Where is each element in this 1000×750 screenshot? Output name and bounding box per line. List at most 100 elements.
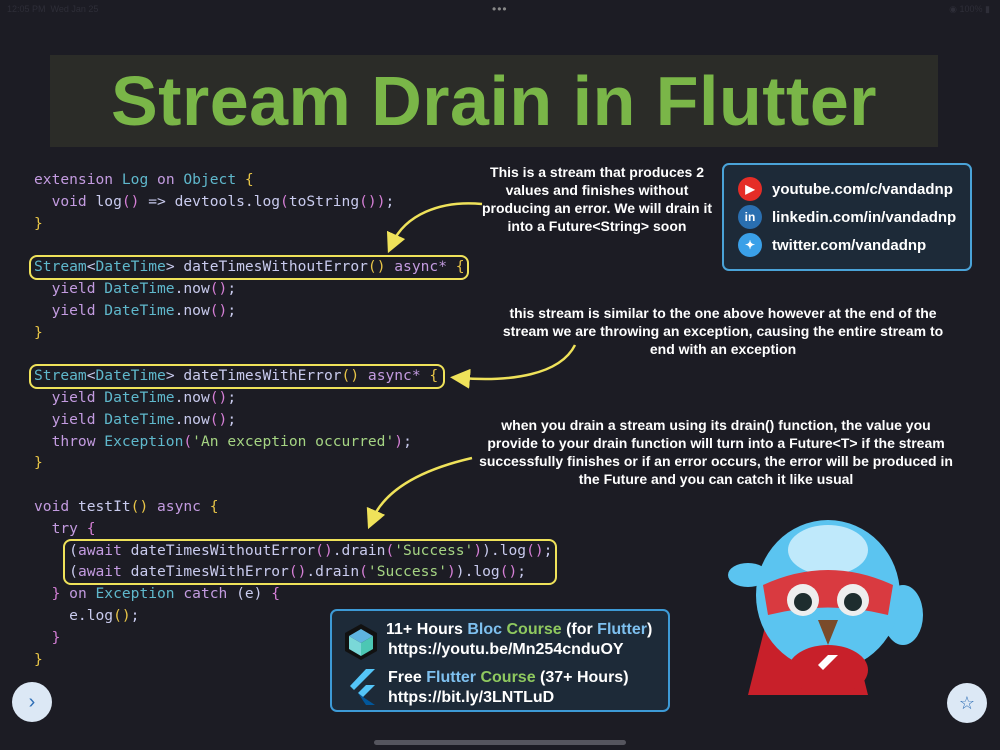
code-token: throw (34, 432, 105, 450)
date: Wed Jan 25 (50, 4, 99, 14)
code-token: Stream (34, 367, 87, 385)
code-token: Exception (95, 585, 184, 603)
code-token: .now (174, 279, 210, 297)
code-token: ) (376, 192, 386, 210)
code-token: () (315, 541, 333, 559)
code-token: ; (517, 563, 527, 581)
code-line: try { (34, 518, 552, 540)
code-token: DateTime (104, 301, 175, 319)
code-line: void testIt() async { (34, 496, 552, 518)
dash-mascot-image (728, 520, 923, 695)
code-token: ). (482, 541, 500, 559)
text: Course (502, 621, 562, 638)
code-line: Stream<DateTime> dateTimesWithError() as… (34, 365, 552, 387)
code-token: ; (403, 432, 412, 450)
code-token: () (209, 301, 228, 319)
code-token: ; (227, 410, 237, 428)
code-line: yield DateTime.now(); (34, 409, 552, 431)
code-token: 'An exception occurred' (192, 432, 395, 450)
code-token: await (77, 563, 131, 581)
code-token: ) (394, 432, 404, 450)
code-line (34, 474, 552, 496)
code-token: DateTime (104, 410, 175, 428)
text: Free (388, 669, 427, 686)
code-token: > dateTimesWithError (165, 367, 342, 385)
code-token: on (157, 171, 184, 188)
code-token: DateTime (95, 258, 166, 276)
code-token: ) (473, 541, 483, 559)
time: 12:05 PM (7, 4, 46, 14)
courses-box: 11+ Hours Bloc Course (for Flutter) http… (330, 609, 670, 712)
code-token: ( (280, 192, 289, 210)
code-line: e.log(); (34, 605, 552, 627)
code-line: } (34, 649, 552, 671)
code-token: ; (227, 279, 237, 297)
next-button[interactable]: › (12, 682, 52, 722)
text: Flutter (426, 669, 477, 686)
social-link-text[interactable]: twitter.com/vandadnp (772, 236, 927, 254)
code-token: yield (34, 388, 105, 406)
code-token: () (209, 279, 228, 297)
annotation-first: This is a stream that produces 2 values … (482, 164, 712, 234)
code-token: () (367, 258, 386, 276)
code-token: dateTimesWithError (130, 563, 289, 581)
code-token: () (499, 563, 518, 581)
favorite-button[interactable]: ☆ (947, 683, 987, 723)
code-token: yield (34, 410, 105, 428)
code-token: yield (34, 301, 105, 319)
code-token: Log (121, 171, 158, 188)
code-line: } (34, 452, 552, 474)
code-token: async* (359, 367, 430, 385)
code-token: } (34, 650, 43, 668)
code-token: 'Success' (367, 563, 447, 581)
text: Flutter (597, 621, 647, 638)
flutter-course-link[interactable]: https://bit.ly/3LNTLuD (388, 689, 555, 706)
code-token: e. (34, 606, 87, 624)
bloc-course-link[interactable]: https://youtu.be/Mn254cnduOY (388, 641, 624, 658)
code-token: catch (183, 585, 237, 603)
code-token: () (359, 192, 377, 210)
annotation-third: when you drain a stream using its drain(… (479, 417, 953, 487)
code-token: DateTime (104, 279, 175, 297)
code-token: () (113, 606, 131, 624)
social-link-text[interactable]: youtube.com/c/vandadnp (772, 180, 953, 198)
bloc-course-title: 11+ Hours Bloc Course (for Flutter) (386, 620, 652, 639)
social-twitter[interactable]: ✦twitter.com/vandadnp (738, 231, 970, 259)
code-token: .now (174, 388, 210, 406)
code-token: ). (455, 563, 474, 581)
text: 11+ Hours (386, 621, 468, 638)
code-token: dateTimesWithoutError (130, 541, 316, 559)
home-indicator[interactable] (374, 740, 626, 745)
code-token: 'Success' (394, 541, 474, 559)
code-token: { (455, 258, 465, 276)
code-line: Stream<DateTime> dateTimesWithoutError()… (34, 256, 552, 278)
social-youtube[interactable]: ▶ youtube.com/c/vandadnp (738, 175, 970, 203)
code-token: .now (174, 410, 210, 428)
title-banner: Stream Drain in Flutter (50, 55, 938, 147)
highlight-box (63, 539, 557, 585)
code-token: log (86, 606, 114, 624)
code-token: Stream (34, 258, 87, 276)
code-token: ( (34, 563, 78, 581)
status-time: 12:05 PM Wed Jan 25 (7, 4, 98, 14)
code-token: yield (34, 279, 105, 297)
code-line: yield DateTime.now(); (34, 278, 552, 300)
code-block: extension Log on Object { void log() => … (34, 169, 552, 670)
code-token: () (341, 367, 360, 385)
code-token: ; (385, 192, 395, 210)
code-line: } (34, 322, 552, 344)
code-token: () (526, 541, 544, 559)
code-token: DateTime (104, 388, 175, 406)
multitasking-dots-icon[interactable]: ••• (492, 2, 508, 16)
text: Course (476, 669, 536, 686)
youtube-icon: ▶ (738, 177, 762, 201)
social-link-text[interactable]: linkedin.com/in/vandadnp (772, 208, 957, 226)
code-line: yield DateTime.now(); (34, 387, 552, 409)
code-token: < (86, 367, 96, 385)
star-icon: ☆ (958, 692, 976, 713)
flutter-logo-icon (350, 669, 375, 705)
highlight-box (29, 364, 445, 389)
code-token: toString (288, 192, 360, 210)
